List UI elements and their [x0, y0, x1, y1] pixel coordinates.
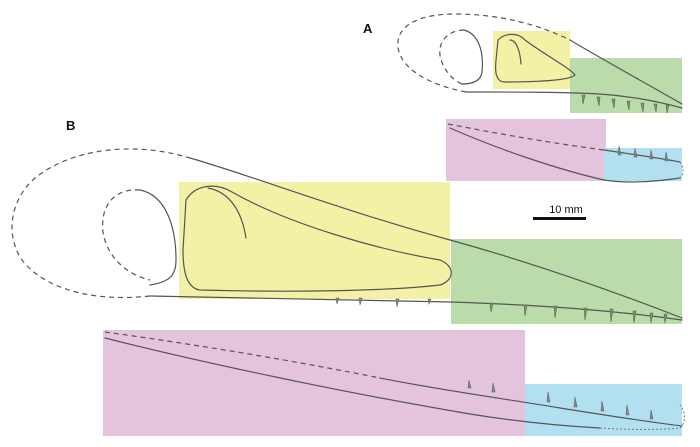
panel-a: [397, 13, 684, 183]
panel-b-orbit-rim: [139, 189, 177, 286]
panel-a-mandible-upper: [603, 149, 681, 163]
panel-a-orbit-outline: [439, 29, 465, 85]
panel-a-jaw-line: [465, 91, 683, 109]
panel-b: [11, 148, 685, 436]
panel-a-fenestra: [494, 33, 576, 83]
panel-a-blue-region: [604, 148, 682, 181]
panel-a-mandible-lower: [449, 127, 681, 183]
panel-b-orbit-outline: [102, 189, 151, 281]
panel-a-lower-teeth: [617, 145, 669, 162]
scale-bar-line: [533, 217, 586, 220]
panel-b-pink-region: [103, 330, 525, 436]
panel-b-mandible-tip: [599, 404, 685, 430]
panel-b-lower-teeth: [467, 379, 654, 420]
panel-a-fenestra-inner: [509, 39, 522, 65]
panel-b-mandible-upper: [379, 377, 683, 427]
panel-b-jaw-line: [149, 295, 683, 321]
panel-b-fenestra: [182, 185, 452, 292]
panel-b-mandible-lower: [104, 337, 601, 429]
panel-b-mandible-dashed: [104, 331, 381, 379]
panel-a-mandible-tip: [679, 161, 684, 179]
panel-a-pink-region: [446, 119, 606, 181]
panel-b-fenestra-inner: [207, 187, 247, 239]
panel-b-green-region: [451, 239, 682, 324]
panel-b-snout-upper: [189, 157, 683, 319]
panel-b-upper-teeth: [489, 302, 668, 324]
panel-b-label: B: [66, 118, 75, 133]
panel-a-mandible-dashed: [447, 123, 605, 151]
scale-bar-label: 10 mm: [549, 204, 583, 216]
panel-b-small-teeth: [335, 297, 432, 308]
panel-a-label: A: [363, 21, 373, 36]
panel-b-yellow-region: [179, 182, 450, 299]
panel-a-snout-upper: [569, 39, 683, 105]
panel-a-upper-teeth: [581, 94, 670, 114]
panel-a-cranium-outline: [397, 13, 571, 93]
panel-a-green-region: [570, 58, 682, 113]
panel-b-cranium-outline: [11, 148, 191, 299]
scale-bar: 10 mm: [533, 204, 586, 220]
panel-a-orbit-rim: [461, 29, 483, 85]
